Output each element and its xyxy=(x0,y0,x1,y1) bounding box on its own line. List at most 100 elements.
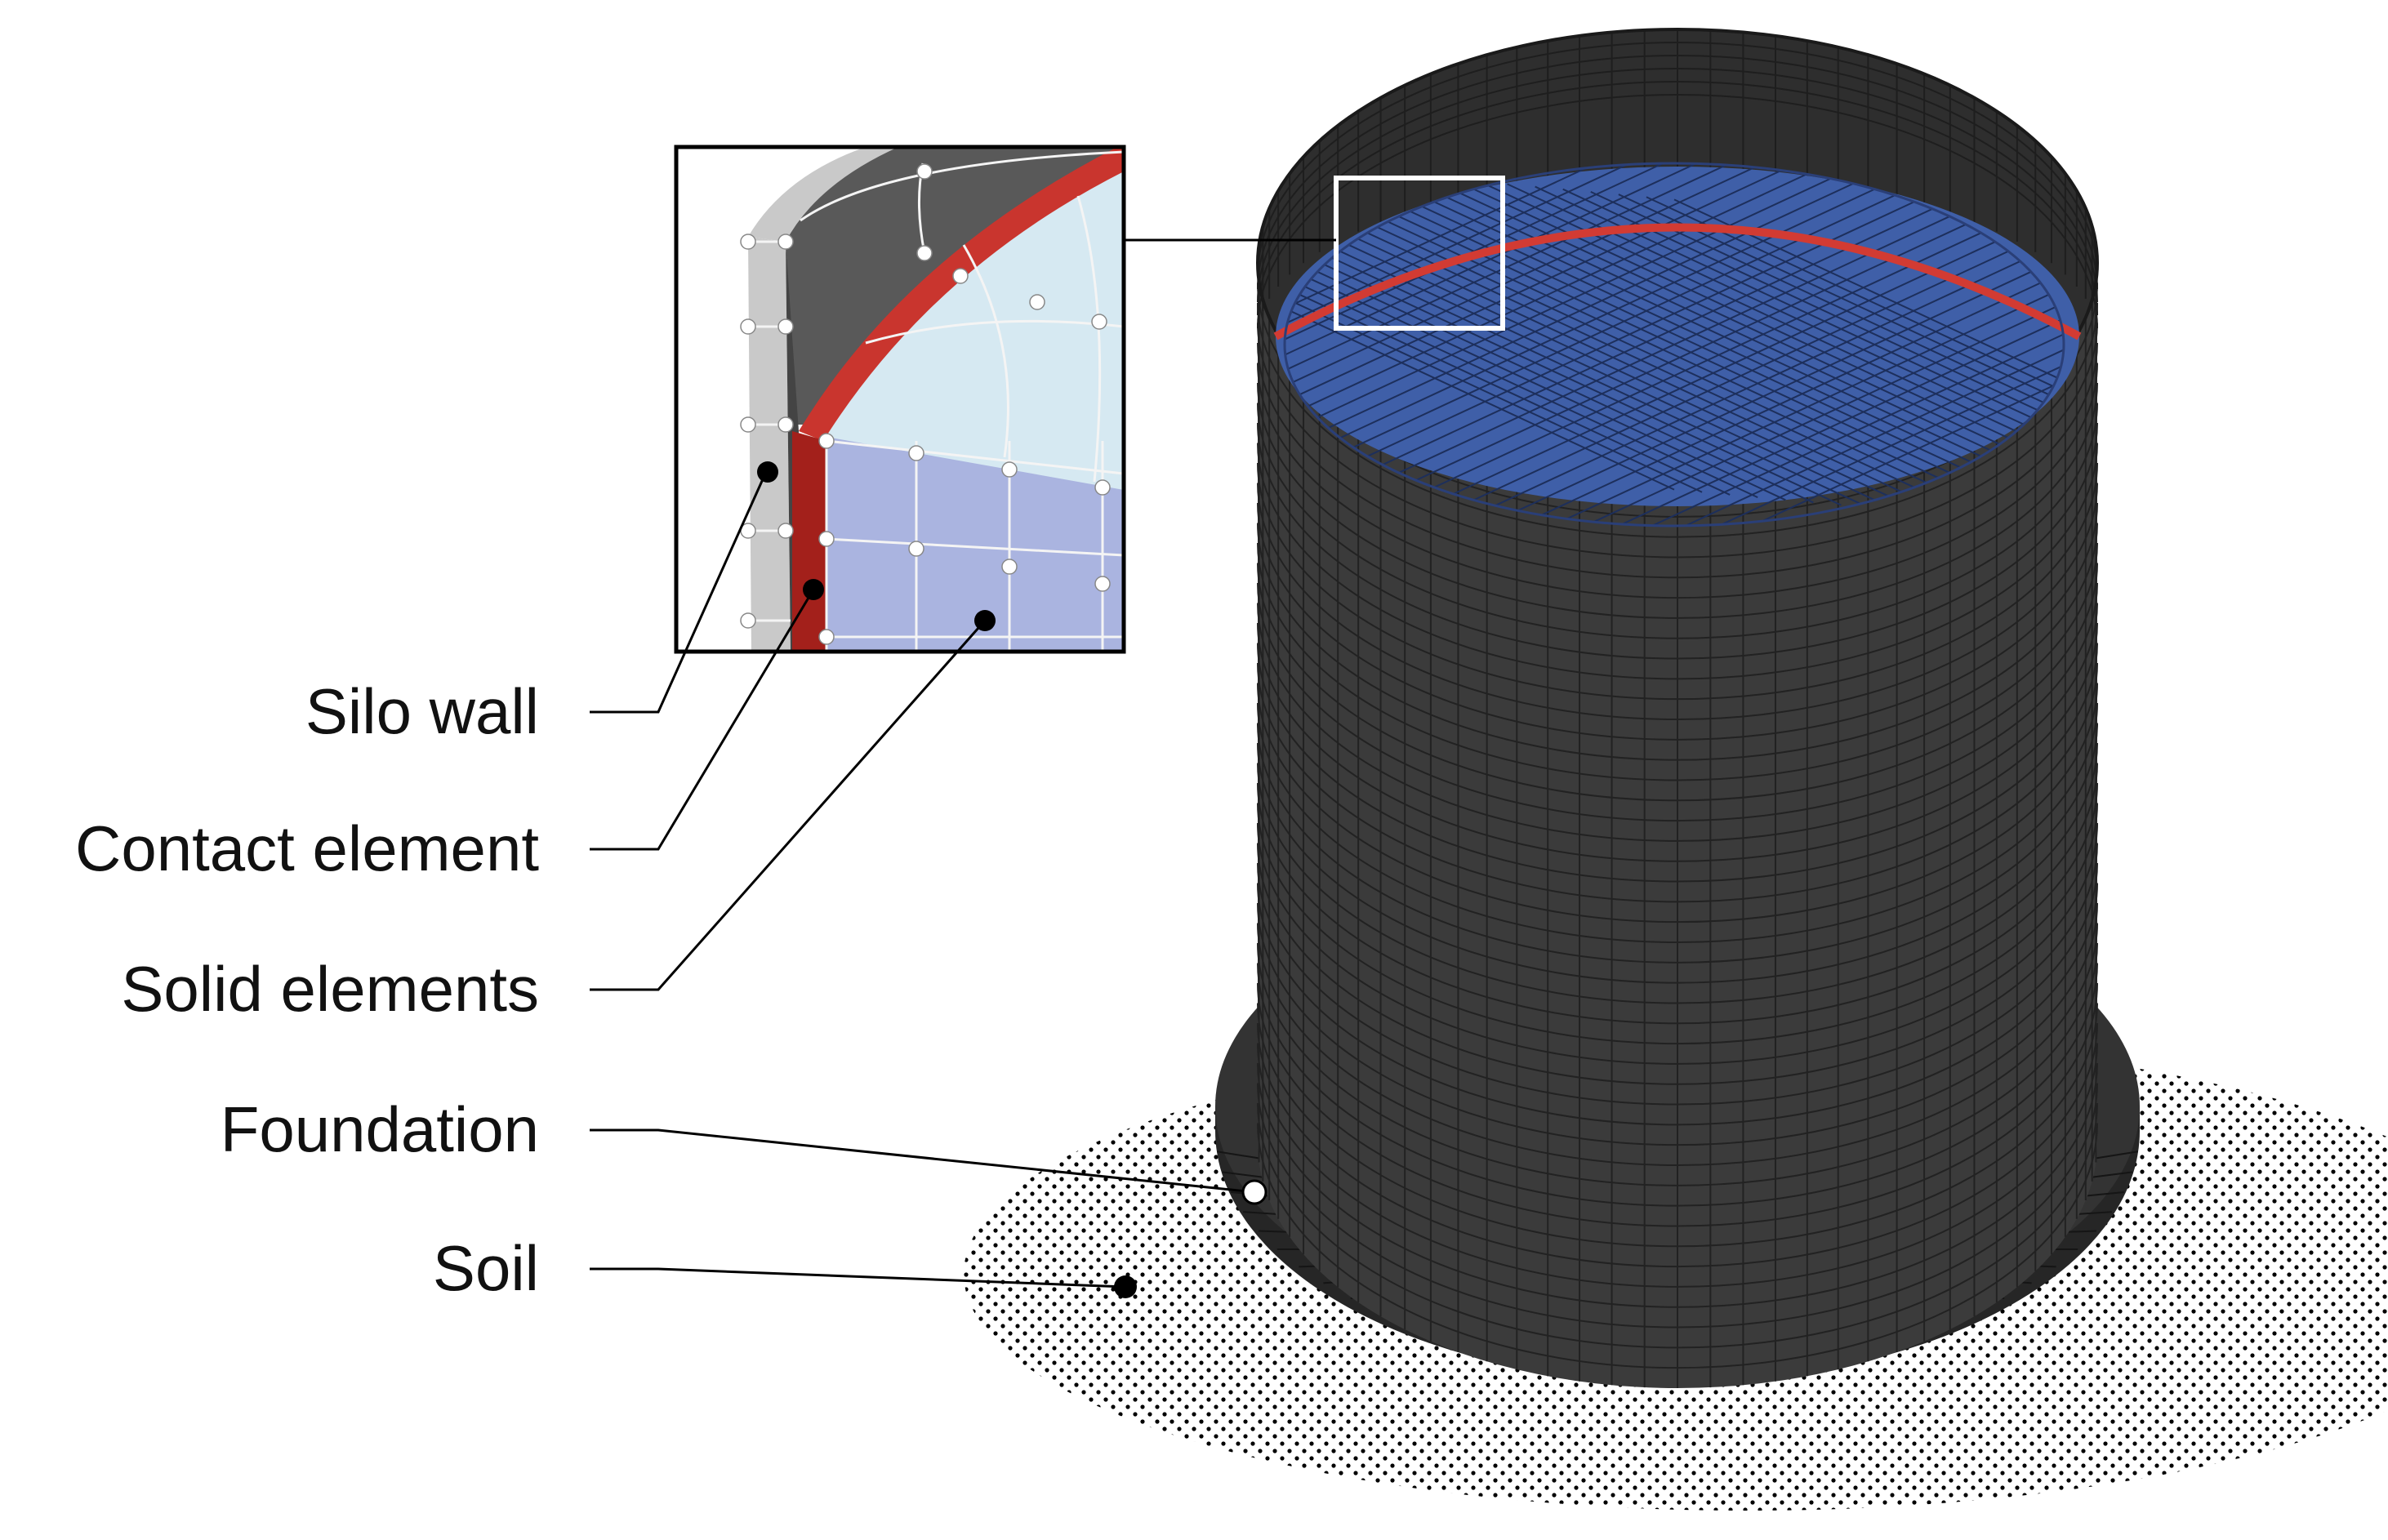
solid-mesh-line xyxy=(1285,163,1675,491)
leader-solid-elements xyxy=(590,620,987,991)
solid-mesh-line xyxy=(1562,188,2064,526)
shell-mesh-ring xyxy=(1257,603,2098,842)
marker-foundation xyxy=(1241,1179,1268,1205)
mesh-node xyxy=(1029,294,1045,310)
marker-soil xyxy=(1114,1275,1137,1298)
marker-silo-wall xyxy=(757,461,778,483)
shell-mesh-ring xyxy=(1257,502,2098,741)
shell-mesh-ring xyxy=(1257,643,2098,883)
leader-soil xyxy=(590,1267,1126,1289)
shell-mesh-ring xyxy=(1257,422,2098,660)
solid-mesh-line xyxy=(1285,163,1814,504)
inset-detail xyxy=(674,145,1126,654)
label-solid-elements: Solid elements xyxy=(121,953,539,1025)
inner-wall-ring xyxy=(1257,42,2098,277)
foundation-seg-line xyxy=(1222,1171,1264,1178)
shell-mesh-ring xyxy=(1257,883,2098,1126)
marker-contact-element xyxy=(803,579,824,600)
label-silo-wall: Silo wall xyxy=(305,675,539,747)
solid-mesh-line xyxy=(1479,180,2064,526)
solid-mesh-line xyxy=(1285,163,1675,491)
leader-foundation xyxy=(590,1128,1255,1194)
mesh-node xyxy=(740,318,756,335)
shell-mesh-ring xyxy=(1257,742,2098,984)
mesh-node xyxy=(908,445,924,461)
shell-mesh-ring xyxy=(1257,723,2098,964)
mesh-node xyxy=(916,163,933,180)
silo-shell xyxy=(1257,263,2098,1388)
shell-mesh-ring xyxy=(1257,1003,2098,1248)
inner-wall-ring xyxy=(1257,55,2098,290)
inner-wall-ring xyxy=(1257,81,2098,316)
label-soil: Soil xyxy=(432,1232,539,1304)
inset-mesh xyxy=(740,150,1124,652)
mesh-node xyxy=(818,629,835,645)
solid-mesh-line xyxy=(1285,163,1758,499)
solid-mesh-line xyxy=(1535,185,2064,526)
inset-mesh-line xyxy=(962,244,1009,458)
bulk-solid-mesh xyxy=(1285,163,2064,526)
inset-mesh-line xyxy=(865,319,1124,345)
shell-mesh-ring xyxy=(1257,1062,2098,1308)
leader-lines xyxy=(590,471,1255,1289)
mesh-node xyxy=(740,234,756,250)
solid-mesh-line xyxy=(1618,194,2064,526)
shell-mesh-ring xyxy=(1257,942,2098,1186)
mesh-node xyxy=(1094,479,1111,496)
solid-mesh-line xyxy=(1285,163,1703,493)
shell-mesh-ring xyxy=(1257,342,2098,579)
mesh-node xyxy=(818,531,835,547)
shell-mesh-ring xyxy=(1257,963,2098,1207)
shell-mesh-ring xyxy=(1257,822,2098,1065)
shell-mesh-ring xyxy=(1257,582,2098,822)
shell-mesh-ring xyxy=(1257,1083,2098,1329)
mesh-node xyxy=(1001,559,1018,575)
shell-mesh-ring xyxy=(1257,1022,2098,1268)
zoom-box xyxy=(1334,176,1505,331)
marker-solid-elements xyxy=(974,610,996,631)
shell-mesh-ring xyxy=(1257,302,2098,538)
inner-wall-ring xyxy=(1257,94,2098,329)
shell-mesh-ring xyxy=(1257,382,2098,619)
mesh-node xyxy=(818,433,835,449)
inset-mesh-line xyxy=(826,439,1124,475)
shell-mesh-ring xyxy=(1257,702,2098,943)
shell-mesh-ring xyxy=(1257,363,2098,599)
solid-mesh-line xyxy=(1423,175,2064,526)
mesh-node xyxy=(908,541,924,557)
solid-mesh-line xyxy=(1285,163,1897,511)
shell-mesh-ring xyxy=(1257,403,2098,639)
solid-mesh-line xyxy=(1285,163,1926,514)
shell-mesh-ring xyxy=(1257,1123,2098,1369)
foundation-seg-line xyxy=(2083,1191,2124,1197)
mesh-node xyxy=(916,245,933,261)
shell-mesh-ring xyxy=(1257,803,2098,1045)
shell-mesh-ring xyxy=(1257,902,2098,1146)
solid-mesh-line xyxy=(1285,163,2064,526)
mesh-node xyxy=(777,523,794,539)
mesh-node xyxy=(1091,314,1107,330)
shell-mesh-ring xyxy=(1257,462,2098,701)
mesh-node xyxy=(777,234,794,250)
shell-mesh-ring xyxy=(1257,662,2098,903)
foundation-seg-line xyxy=(2091,1171,2133,1178)
shell-mesh-ring xyxy=(1257,622,2098,862)
leader-contact-element xyxy=(590,589,815,851)
shell-mesh-ring xyxy=(1257,982,2098,1227)
shell-mesh-ring xyxy=(1257,483,2098,720)
shell-mesh-ring xyxy=(1257,523,2098,761)
solid-mesh-line xyxy=(1312,165,2064,526)
shell-mesh-ring xyxy=(1257,862,2098,1106)
mesh-node xyxy=(952,268,969,284)
foundation-seg-line xyxy=(1216,1151,1260,1159)
mesh-node xyxy=(1094,576,1111,592)
mesh-node xyxy=(777,318,794,335)
solid-mesh-line xyxy=(1673,198,2064,526)
shell-mesh-ring xyxy=(1257,843,2098,1085)
shell-mesh-ring xyxy=(1257,1102,2098,1349)
shell-mesh-ring xyxy=(1257,323,2098,559)
shell-mesh-ring xyxy=(1257,563,2098,802)
solid-mesh-line xyxy=(1285,163,2037,524)
shell-mesh-ring xyxy=(1257,542,2098,781)
